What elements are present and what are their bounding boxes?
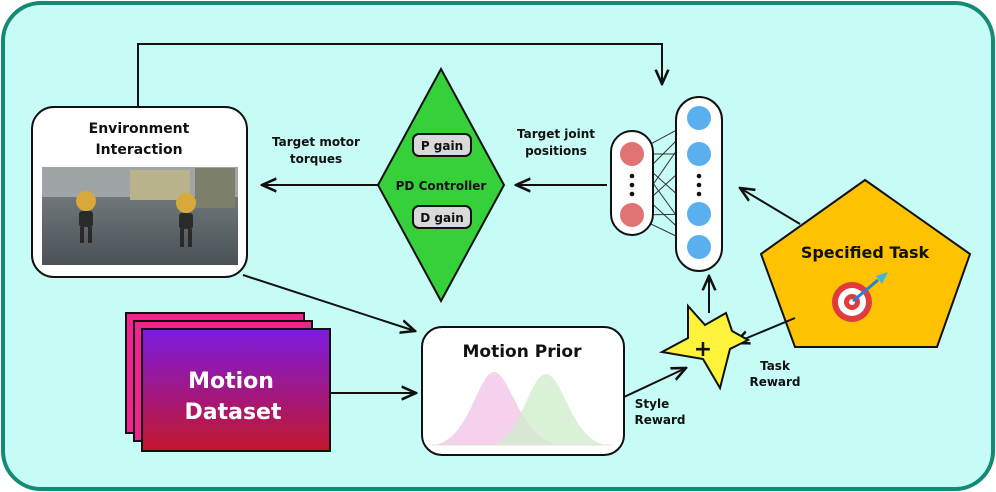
pd-controller-title: PD Controller <box>396 179 487 193</box>
feedback-arrow <box>137 43 662 108</box>
motion-prior-title: Motion Prior <box>463 342 583 362</box>
specified-task-title: Specified Task <box>801 243 930 262</box>
target-motor-label-line1: Target motor <box>272 135 360 149</box>
style-reward-label-line2: Reward <box>634 413 685 427</box>
output-node <box>687 202 711 226</box>
task-to-network-arrow <box>740 188 801 225</box>
target-motor-label-line2: torques <box>290 152 342 166</box>
target-joint-label-line1: Target joint <box>517 127 595 141</box>
output-node <box>687 106 711 130</box>
task-reward-label-line1: Task <box>760 359 791 373</box>
input-node <box>620 203 644 227</box>
motion-dataset-line2: Dataset <box>184 400 281 425</box>
p-gain-label: P gain <box>421 139 463 153</box>
prior-distribution-2 <box>492 374 606 445</box>
motion-prior: Motion Prior <box>421 326 625 456</box>
dart-target-icon <box>832 272 888 322</box>
environment-title-line2: Interaction <box>95 142 182 158</box>
d-gain-label: D gain <box>420 211 463 225</box>
pd-controller: P gain PD Controller D gain <box>376 66 506 304</box>
style-reward-arrow <box>623 368 686 398</box>
reward-sum-star: + <box>658 303 751 391</box>
task-reward-label-line2: Reward <box>749 375 800 389</box>
motion-dataset-line1: Motion <box>188 369 274 394</box>
style-reward-label-line1: Style <box>635 397 669 411</box>
output-node <box>687 142 711 166</box>
plus-symbol: + <box>694 337 712 362</box>
robot-photo <box>42 167 238 265</box>
target-joint-label-line2: positions <box>525 144 587 158</box>
environment-interaction-box: Environment Interaction <box>31 106 248 278</box>
env-to-prior-arrow <box>242 274 415 331</box>
output-node <box>687 235 711 259</box>
specified-task: Specified Task <box>759 178 972 348</box>
policy-network <box>610 96 723 272</box>
motion-dataset: Motion Dataset <box>125 312 331 452</box>
input-node <box>620 142 644 166</box>
environment-title-line1: Environment <box>89 121 190 137</box>
